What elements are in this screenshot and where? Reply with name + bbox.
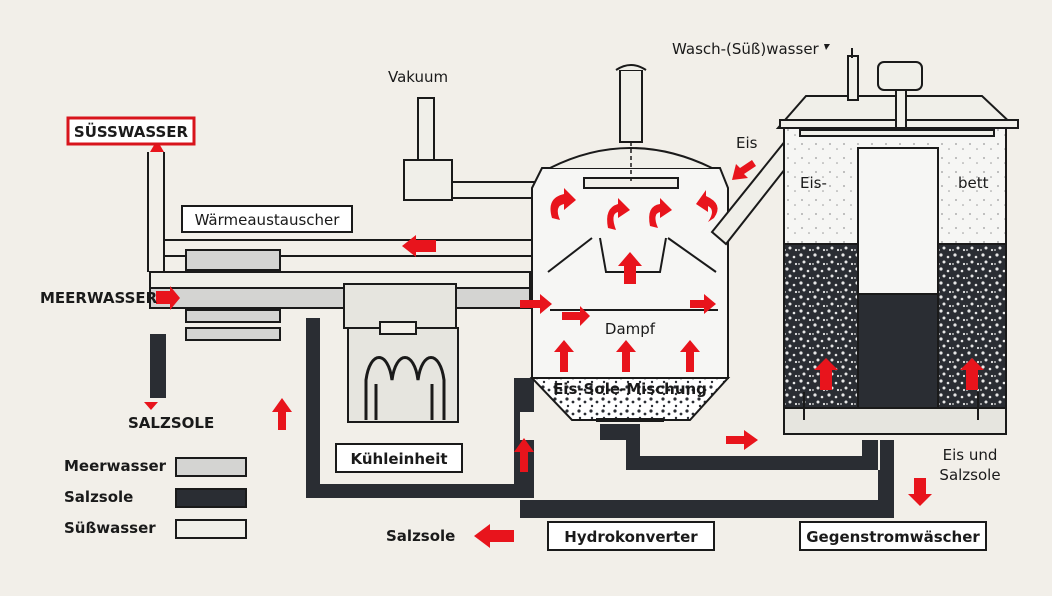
arrow-down-eis-salzsole (908, 478, 932, 506)
label-waschwasser: Wasch-(Süß)wasser (672, 40, 820, 58)
arrow-up-washer-right (960, 358, 984, 390)
vacuum-elbow (403, 159, 453, 201)
label-eis-bett-right: bett (958, 174, 989, 192)
legend-swatch-salzsole (175, 488, 247, 508)
arrow-up-freshwater (150, 140, 164, 152)
washwater-arrow-icon (824, 44, 830, 50)
washer-base (783, 407, 1007, 435)
vessel-stack (619, 69, 643, 143)
hydrokonverter-box (547, 521, 715, 551)
suesswasser-box (66, 116, 196, 146)
label-eis-und: Eis und (943, 446, 998, 464)
vessel-baffles (547, 237, 717, 273)
label-salzsole-out: SALZSOLE (128, 414, 214, 432)
arrow-right-into-tray (562, 306, 590, 326)
label-hydrokonverter: Hydrokonverter (564, 528, 698, 546)
label-salzsole-small: Salzsole (939, 466, 1000, 484)
label-kuehleinheit: Kühleinheit (350, 450, 447, 468)
legend-label-suesswasser: Süßwasser (64, 519, 156, 537)
arrow-up-washer-left (814, 358, 838, 390)
legend: Meerwasser Salzsole Süßwasser (64, 457, 247, 539)
arrow-up-center (618, 252, 642, 284)
legend-label-meerwasser: Meerwasser (64, 457, 167, 475)
cooling-coil-legs (374, 384, 434, 420)
label-vakuum: Vakuum (388, 68, 448, 86)
label-meerwasser-in: MEERWASSER (40, 289, 158, 307)
arrow-up-left-loop (272, 398, 292, 430)
vacuum-horizontal (451, 181, 543, 199)
cooling-coil (364, 356, 446, 420)
kuehleinheit-box (335, 443, 463, 473)
arrow-right-meerwasser (156, 286, 180, 310)
label-suesswasser: SÜSSWASSER (74, 122, 189, 141)
heat-exchanger-top-plate (185, 249, 281, 271)
heat-exchanger-mid-plate (185, 309, 281, 323)
legend-swatch-suesswasser (175, 519, 247, 539)
label-waermeaustauscher: Wärmeaustauscher (195, 211, 341, 229)
cooling-unit-slot (379, 321, 417, 335)
arrow-curl-center-right (649, 198, 672, 228)
waermeaustauscher-box (181, 205, 353, 233)
gegenstromwaescher-box (799, 521, 987, 551)
arrow-curl-center-left (607, 198, 630, 230)
brine-pipes (150, 318, 894, 518)
label-salzsole-bottom: Salzsole (386, 527, 455, 545)
vacuum-riser (417, 97, 435, 161)
heat-exchanger (185, 249, 281, 341)
arrow-left-salzsole-out (474, 524, 514, 548)
arrow-up-dampf-1 (554, 340, 574, 372)
legend-swatch-meerwasser (175, 457, 247, 477)
arrow-up-dampf-2 (616, 340, 636, 372)
label-eis: Eis (736, 134, 758, 152)
cooling-unit (343, 283, 459, 423)
washer-motor (877, 61, 923, 91)
label-eis-sole-mischung: Eis-Sole-Mischung (553, 380, 707, 398)
countercurrent-washer (775, 55, 1019, 435)
arrow-right-to-washer (726, 430, 758, 450)
arrow-down-salzsole (144, 402, 158, 410)
cooling-coil-path (364, 356, 446, 420)
arrow-curl-left (550, 188, 576, 220)
freshwater-return-pipe (149, 271, 531, 289)
washer-scraper (799, 129, 995, 137)
brine-riser (514, 378, 534, 412)
arrow-eis-in (732, 160, 756, 180)
arrow-right-tray-exit (690, 294, 716, 314)
vessel-stack-cap (615, 64, 647, 71)
seawater-main-pipe (149, 287, 531, 309)
freshwater-riser (147, 152, 165, 272)
washwater-inlet-pipe (847, 55, 859, 101)
label-dampf: Dampf (605, 320, 656, 338)
arrow-up-dampf-3 (680, 340, 700, 372)
label-boxes (66, 116, 987, 551)
label-eis-bett-left: Eis- (800, 174, 827, 192)
arrow-right-into-vessel (520, 294, 552, 314)
washer-drive-shaft (895, 89, 907, 129)
brine-pipe-bottom-loop (520, 424, 894, 518)
arrow-up-vessel-feed (514, 438, 534, 472)
arrow-left-freshwater-top (402, 235, 436, 257)
flow-arrows (144, 140, 984, 548)
vessel-ice-cone (529, 377, 731, 421)
washer-core-brine (857, 293, 939, 413)
arrow-curl-right (696, 190, 718, 222)
vacuum-pipe (403, 97, 543, 201)
heat-exchanger-bottom-plate (185, 327, 281, 341)
seawater-pipes (149, 271, 531, 309)
brine-outlet-pipe (150, 318, 166, 398)
label-gegenstromwaescher: Gegenstromwäscher (806, 528, 980, 546)
legend-label-salzsole: Salzsole (64, 488, 133, 506)
